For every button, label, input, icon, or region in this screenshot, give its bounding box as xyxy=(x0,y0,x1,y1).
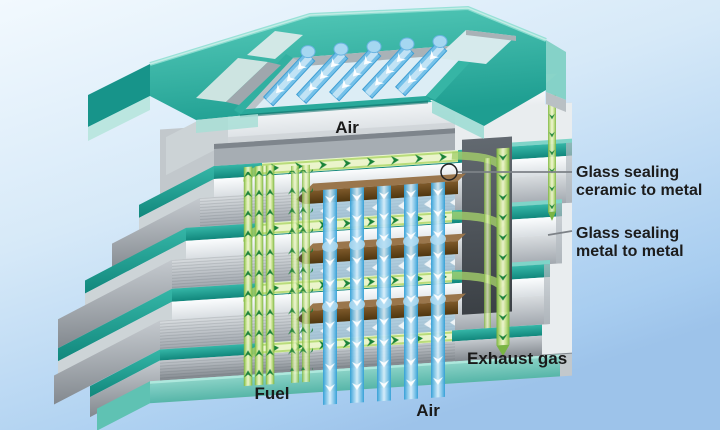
exhaust-flow-ribbons xyxy=(484,94,556,357)
air-flow-ribbons-front xyxy=(316,181,452,405)
top-slot-left-2 xyxy=(247,31,303,59)
annotation-layer: Air Fuel Exhaust gas Air Glass sealing c… xyxy=(255,118,703,420)
glass-sealing-ceramic-label-line2: ceramic to metal xyxy=(576,182,702,199)
glass-sealing-metal-label-line1: Glass sealing xyxy=(576,225,679,242)
fuel-label: Fuel xyxy=(255,384,290,403)
annotation-circle xyxy=(440,163,458,181)
exhaust-gas-label: Exhaust gas xyxy=(467,349,567,368)
leader-line-metal-to-metal xyxy=(547,230,573,236)
top-slot-left xyxy=(196,58,268,102)
stack-body xyxy=(54,73,572,430)
ribbon-humps xyxy=(300,35,448,59)
glass-sealing-ceramic-label-line1: Glass sealing xyxy=(576,164,679,181)
fuel-flow-ribbons xyxy=(242,164,313,387)
air-top-label: Air xyxy=(335,118,359,137)
top-glass-plate xyxy=(88,5,566,141)
glass-sealing-metal-label-line2: metal to metal xyxy=(576,243,684,260)
air-bottom-label: Air xyxy=(416,401,440,420)
